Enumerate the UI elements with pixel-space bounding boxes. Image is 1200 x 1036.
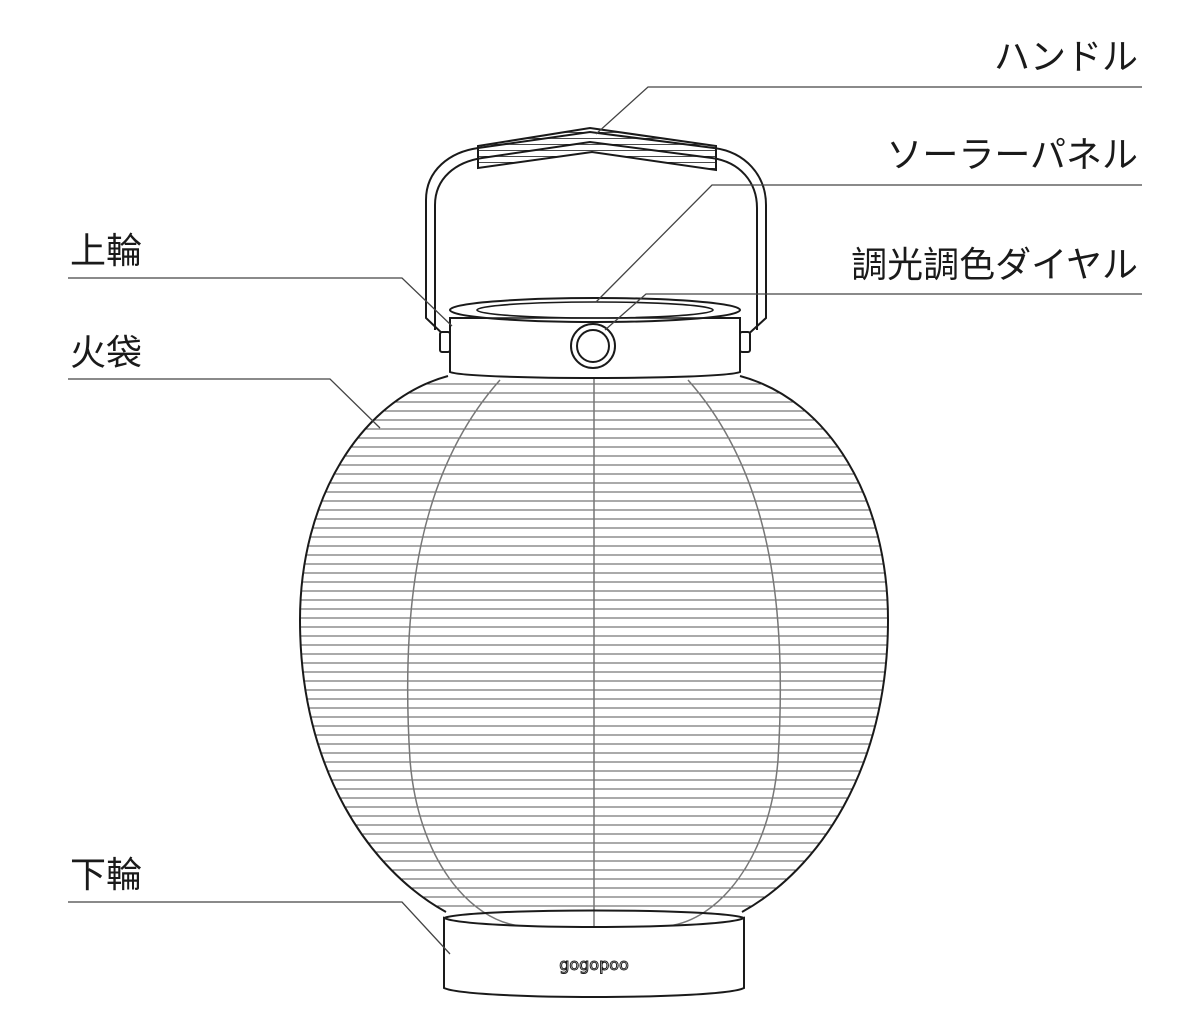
- brand-mark: gogopoo: [559, 955, 629, 974]
- label-top-ring: 上輪: [70, 231, 143, 272]
- body-seam: [406, 379, 521, 927]
- label-handle: ハンドル: [993, 37, 1138, 78]
- body-seam: [667, 379, 782, 927]
- label-solar-panel: ソーラーパネル: [886, 135, 1138, 176]
- leader-solar-panel: [595, 184, 1142, 303]
- dial-icon: [570, 323, 616, 369]
- bottom-ring: [443, 909, 745, 998]
- label-dial: 調光調色ダイヤル: [851, 245, 1138, 286]
- body-ribs: [300, 383, 888, 907]
- lantern-body: [298, 375, 890, 928]
- handle-grip: [477, 126, 717, 172]
- label-bottom-ring: 下輪: [70, 855, 143, 896]
- handle: [425, 126, 767, 353]
- leader-bottom-ring: [68, 901, 451, 955]
- leader-dial: [604, 293, 1142, 331]
- leader-handle: [595, 86, 1142, 135]
- hinge-right: [739, 331, 751, 353]
- hinge-left: [439, 331, 451, 353]
- leader-lines: [68, 86, 1142, 955]
- label-lantern-body: 火袋: [70, 333, 143, 374]
- leader-top-ring: [68, 277, 453, 327]
- leader-lantern-body: [68, 378, 381, 429]
